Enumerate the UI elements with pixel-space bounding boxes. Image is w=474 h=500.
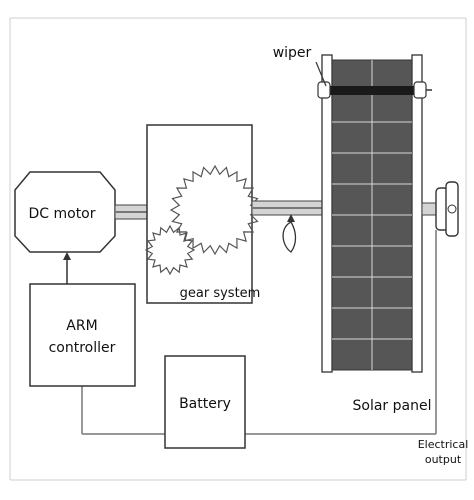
arm-controller: ARM controller [29,283,136,387]
gear-system-label: gear system [180,286,261,301]
electrical-output-label-line1: Electrical [418,438,469,451]
wiper: wiper [273,45,432,99]
rotation-arrow-icon [282,214,297,253]
control-arrow [63,252,71,284]
battery-label: Battery [179,396,231,412]
small-gear [144,224,196,276]
wiper-label: wiper [273,45,312,61]
large-gear [169,164,261,256]
shaft-motor-to-gear [114,204,148,220]
gear-system: gear system [144,124,261,304]
arm-controller-label-line1: ARM [66,318,97,334]
solar-panel: Solar panel [321,54,432,414]
dc-motor: DC motor [14,171,116,253]
wiper-bar [326,86,420,95]
connection-wires [81,230,437,435]
electrical-output-connector: Electrical output [418,181,469,466]
battery: Battery [164,355,246,449]
dc-motor-label: DC motor [28,206,95,222]
shaft-gear-to-panel [251,200,329,216]
outer-frame [9,17,467,481]
electrical-output-label-line2: output [425,453,462,466]
arm-controller-label-line2: controller [49,340,116,356]
solar-panel-label: Solar panel [353,398,432,414]
